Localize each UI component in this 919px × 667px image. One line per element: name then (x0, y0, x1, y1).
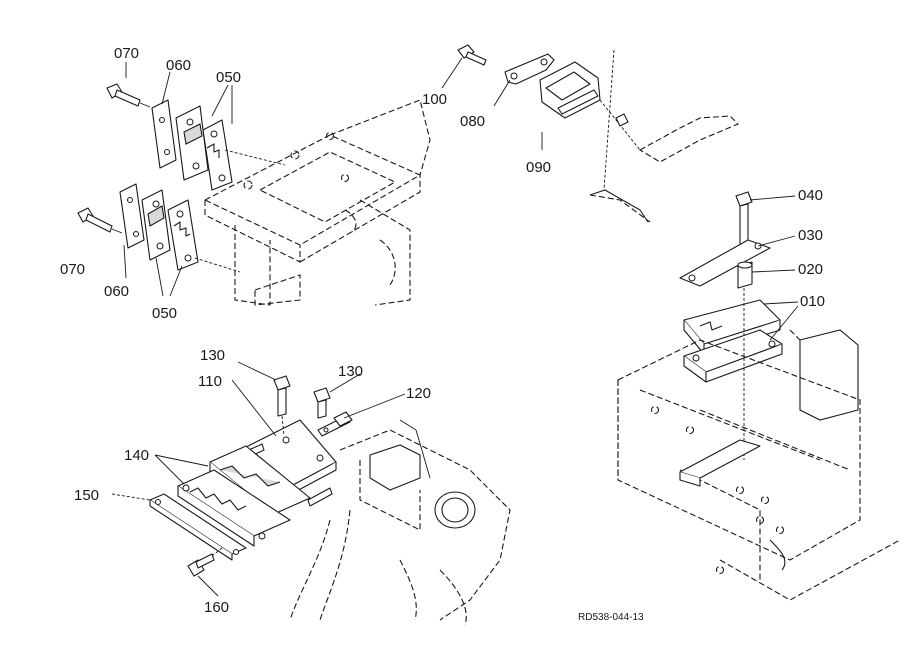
callout-120: 120 (406, 385, 431, 402)
callout-080: 080 (460, 113, 485, 130)
clamp-050-upper-b (202, 119, 286, 191)
callouts-top-center (441, 57, 543, 150)
callout-010: 010 (800, 293, 825, 310)
callout-030: 030 (798, 227, 823, 244)
callout-070-lower: 070 (60, 261, 85, 278)
callout-110: 110 (198, 373, 222, 390)
top-center-assembly (457, 44, 739, 223)
callout-130-left: 130 (200, 347, 225, 364)
callout-130-right: 130 (338, 363, 363, 380)
callout-150: 150 (74, 487, 99, 504)
callout-050-upper: 050 (216, 69, 241, 86)
callouts-right (749, 195, 799, 341)
callout-100: 100 (422, 91, 447, 108)
bolt-070-upper (106, 83, 151, 108)
bolt-070-lower (77, 207, 123, 234)
clip-120 (317, 411, 353, 437)
callout-140: 140 (124, 447, 149, 464)
callout-060-upper: 060 (166, 57, 191, 74)
bolts-130 (273, 375, 331, 437)
right-assembly (617, 191, 901, 601)
callout-090: 090 (526, 159, 551, 176)
drawing-code: RD538-044-13 (578, 612, 644, 623)
clamp-050-lower-b (167, 199, 241, 273)
plate-060-upper (151, 99, 177, 169)
callout-050-lower: 050 (152, 305, 177, 322)
clamp-050-upper-a (175, 105, 209, 181)
plate-150 (149, 493, 247, 561)
plate-060-lower (119, 183, 145, 249)
callouts-bottom-left (111, 361, 431, 597)
bolt-160 (187, 547, 223, 577)
clamp-050-lower-a (141, 189, 171, 261)
bottom-left-frame (289, 429, 511, 626)
callout-020: 020 (798, 261, 823, 278)
callout-060-lower: 060 (104, 283, 129, 300)
callouts-top-left (123, 62, 233, 297)
callout-070-upper: 070 (114, 45, 139, 62)
callout-040: 040 (798, 187, 823, 204)
clamp-140 (177, 445, 311, 547)
top-left-frame (203, 99, 431, 306)
callout-160: 160 (204, 599, 229, 616)
